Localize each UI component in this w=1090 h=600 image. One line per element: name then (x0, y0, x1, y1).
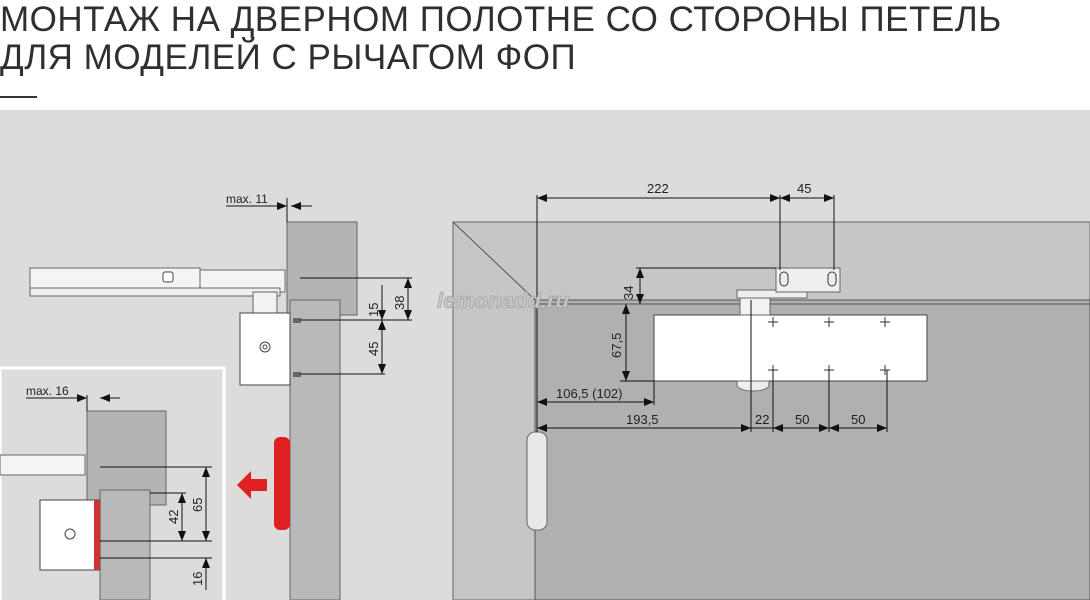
page-title-line-2: ДЛЯ МОДЕЛЕЙ С РЫЧАГОМ ФОП (0, 38, 577, 77)
dim-193-5: 193,5 (626, 412, 659, 427)
red-hinge (274, 437, 290, 530)
dim-38: 38 (392, 296, 407, 310)
title-underline (0, 96, 37, 98)
door-closer-body (653, 314, 928, 382)
arrow-left-icon (237, 471, 267, 499)
watermark: lemonadd.ru (437, 288, 570, 313)
closer-body-inset (39, 499, 101, 571)
dim-45-side: 45 (366, 342, 381, 356)
dim-67-5: 67,5 (609, 333, 624, 358)
dim-45: 45 (797, 181, 811, 196)
page-title-line-1: МОНТАЖ НА ДВЕРНОМ ПОЛОТНЕ СО СТОРОНЫ ПЕТ… (0, 0, 1002, 39)
dim-22: 22 (755, 412, 769, 427)
dim-16: 16 (190, 572, 205, 586)
dim-50b: 50 (851, 412, 865, 427)
hinge (526, 431, 548, 531)
dim-42: 42 (166, 510, 181, 524)
front-view: 222 45 34 67,5 106,5 (102) 193,5 22 50 5… (452, 181, 1090, 600)
max-16-label: max. 16 (26, 384, 69, 398)
dim-222: 222 (647, 181, 669, 196)
dim-106-5: 106,5 (102) (556, 386, 623, 401)
dim-15: 15 (366, 303, 381, 317)
side-view: max. 11 38 15 45 (29, 192, 412, 600)
door-section (289, 299, 341, 600)
dim-65: 65 (190, 498, 205, 512)
max-11-label: max. 11 (226, 192, 268, 206)
dim-50a: 50 (795, 412, 809, 427)
mounting-bracket (775, 267, 841, 293)
inset-view: max. 16 65 42 16 (0, 366, 226, 600)
dim-34: 34 (621, 286, 636, 300)
